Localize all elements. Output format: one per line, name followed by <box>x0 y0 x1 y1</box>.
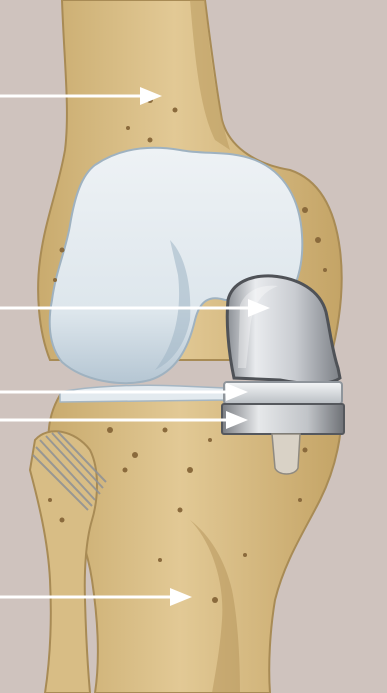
tibial-cartilage <box>60 385 225 402</box>
tibial-tray-stem <box>272 434 300 474</box>
